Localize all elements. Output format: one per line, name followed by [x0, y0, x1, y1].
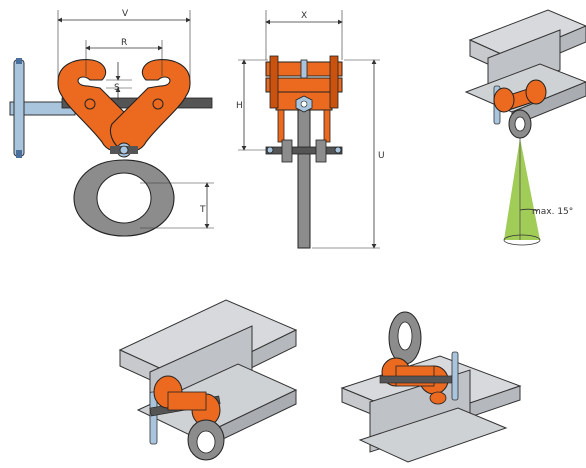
- mounted-view-right: [340, 311, 522, 463]
- side-view: X H U: [236, 10, 385, 249]
- mounted-view-left: [118, 299, 298, 461]
- dim-label-s: S: [114, 83, 120, 93]
- dim-label-r: R: [121, 38, 127, 48]
- dim-label-t: T: [199, 205, 206, 215]
- dim-label-x: X: [301, 11, 307, 21]
- right-jaw: [109, 59, 191, 153]
- angle-view: max. 15°: [464, 9, 586, 246]
- dim-label-v: V: [122, 9, 129, 19]
- dim-label-u: U: [378, 151, 385, 161]
- dim-label-h: H: [236, 101, 243, 111]
- angle-label: max. 15°: [532, 207, 573, 217]
- front-view: V R S T: [9, 9, 214, 237]
